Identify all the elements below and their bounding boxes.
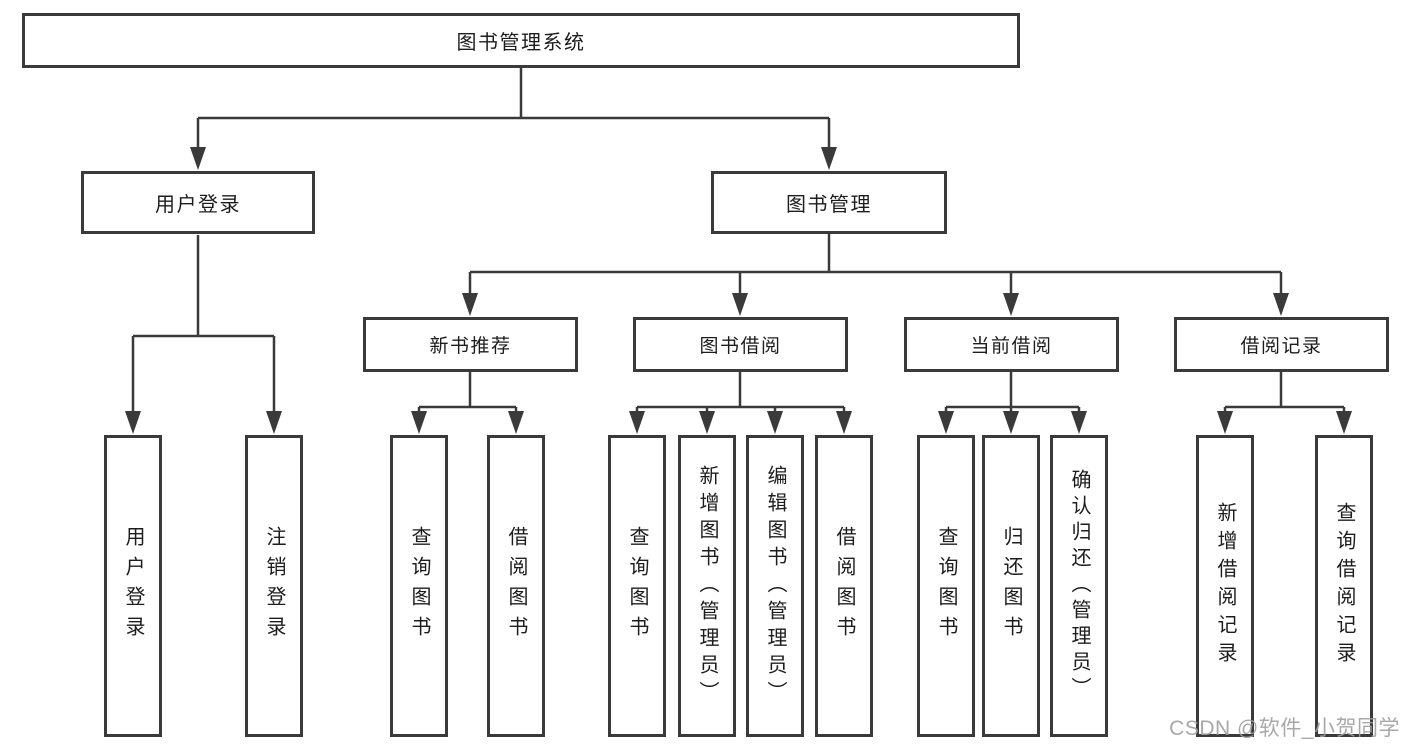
leaf-query-books-2: 查询图书: [608, 435, 666, 737]
leaf-query-borrow-record-label: 查询借阅记录: [1333, 502, 1355, 670]
node-book-borrowing-label: 图书借阅: [699, 336, 782, 357]
leaf-query-books-1: 查询图书: [390, 435, 448, 737]
leaf-logout-label: 注销登录: [263, 526, 285, 646]
leaf-logout: 注销登录: [245, 435, 303, 737]
leaf-edit-books-admin-label: 编辑图书（管理员）: [764, 464, 786, 708]
leaf-edit-books-admin: 编辑图书（管理员）: [746, 435, 804, 737]
leaf-return-books: 归还图书: [982, 435, 1040, 737]
node-borrowing-records: 借阅记录: [1174, 317, 1389, 372]
leaf-add-books-admin-label: 新增图书（管理员）: [696, 464, 718, 708]
leaf-user-login-label: 用户登录: [122, 526, 144, 646]
leaf-query-books-1-label: 查询图书: [408, 526, 430, 646]
leaf-query-borrow-record: 查询借阅记录: [1315, 435, 1373, 737]
node-borrowing-records-label: 借阅记录: [1240, 336, 1323, 357]
node-root: 图书管理系统: [22, 13, 1020, 68]
leaf-borrow-books-1: 借阅图书: [487, 435, 545, 737]
leaf-borrow-books-2: 借阅图书: [815, 435, 873, 737]
leaf-confirm-return-admin-label: 确认归还（管理员）: [1068, 469, 1090, 703]
leaf-query-books-3-label: 查询图书: [935, 526, 957, 646]
leaf-add-borrow-record-label: 新增借阅记录: [1214, 502, 1236, 670]
leaf-borrow-books-1-label: 借阅图书: [505, 526, 527, 646]
node-user-login: 用户登录: [81, 171, 315, 234]
leaf-user-login: 用户登录: [104, 435, 162, 737]
leaf-confirm-return-admin: 确认归还（管理员）: [1050, 435, 1108, 737]
leaf-borrow-books-2-label: 借阅图书: [833, 526, 855, 646]
node-root-label: 图书管理系统: [456, 32, 586, 54]
leaf-add-borrow-record: 新增借阅记录: [1196, 435, 1254, 737]
leaf-return-books-label: 归还图书: [1000, 526, 1022, 646]
leaf-query-books-3: 查询图书: [917, 435, 975, 737]
leaf-query-books-2-label: 查询图书: [626, 526, 648, 646]
watermark: CSDN @软件_小贺同学: [1169, 717, 1400, 740]
node-book-management-label: 图书管理: [786, 194, 872, 216]
node-book-borrowing: 图书借阅: [633, 317, 848, 372]
leaf-add-books-admin: 新增图书（管理员）: [678, 435, 736, 737]
node-new-book-recommend-label: 新书推荐: [429, 336, 512, 357]
node-book-management: 图书管理: [711, 171, 947, 234]
node-new-book-recommend: 新书推荐: [363, 317, 578, 372]
arrowhead-icons: [125, 147, 1352, 434]
node-current-borrowing-label: 当前借阅: [970, 336, 1053, 357]
node-user-login-label: 用户登录: [155, 194, 241, 216]
node-current-borrowing: 当前借阅: [904, 317, 1119, 372]
